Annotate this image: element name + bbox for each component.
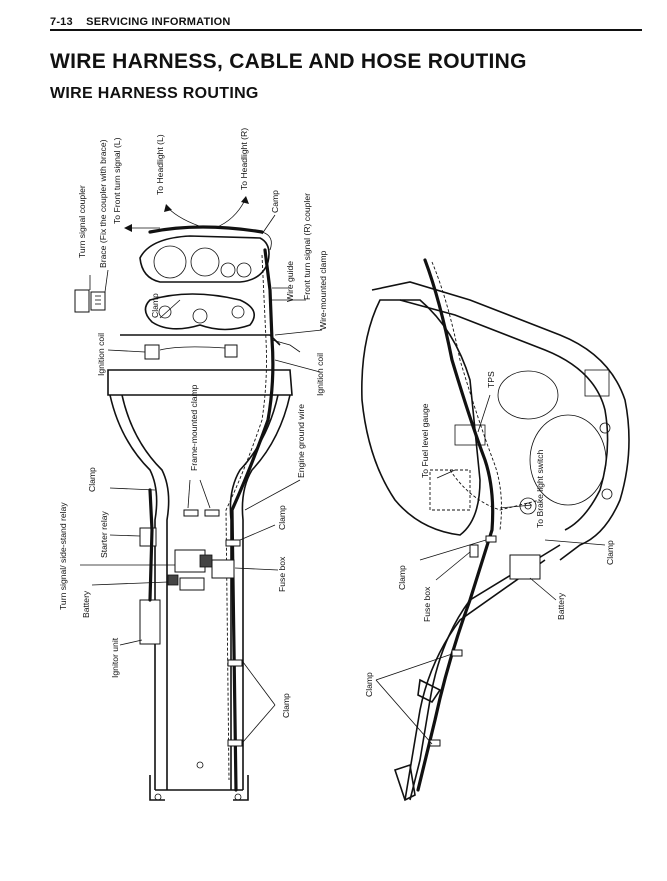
harness-dashed <box>225 254 267 781</box>
label-side-battery: Battery <box>556 592 566 620</box>
engine-box <box>584 369 610 397</box>
label-front-turn-signal-r-coupler: Front turn signal (R) coupler <box>302 193 312 300</box>
label-headlight-r: To Headlight (R) <box>239 128 249 190</box>
label-engine-ground-wire: Engine ground wire <box>296 404 306 478</box>
engine-part <box>497 370 559 420</box>
bracket-hole-2 <box>192 308 208 324</box>
arrowhead-headlight-r <box>241 196 249 204</box>
side-harness-dashed <box>431 261 502 531</box>
side-battery-shape <box>509 554 541 580</box>
side-fuse-box-shape <box>469 544 479 558</box>
fuse-box-shape <box>211 559 235 579</box>
label-side-fuse-box: Fuse box <box>422 586 432 622</box>
label-clamp-right: Clamp <box>277 505 287 530</box>
bracket-hole-3 <box>231 305 245 319</box>
label-battery: Battery <box>81 590 91 618</box>
relay-connector <box>199 554 213 568</box>
page-title: WIRE HARNESS, CABLE AND HOSE ROUTING <box>50 50 527 73</box>
label-fuse-box: Fuse box <box>277 556 287 592</box>
fuel-gauge-area <box>429 469 471 511</box>
clamp-harness-3 <box>227 739 243 747</box>
label-brace: Brace (Fix the coupler with brace) <box>98 139 108 268</box>
frame-top-crossbar <box>120 334 281 346</box>
frame-clamp-2 <box>204 509 220 517</box>
frame-rail-left-outer <box>109 394 158 790</box>
bracket-hole-1 <box>158 305 172 319</box>
frame-clamp-1 <box>183 509 199 517</box>
label-side-clamp-bottom: Clamp <box>364 672 374 697</box>
section-name: SERVICING INFORMATION <box>86 16 231 28</box>
label-brake-light-switch: To Brake light switch <box>535 449 545 528</box>
subframe-upper <box>409 544 561 801</box>
label-clamp-upper: Clamp <box>150 293 160 318</box>
headlight-wire <box>148 225 264 234</box>
label-clamp-bottom: Clamp <box>281 693 291 718</box>
ignition-coil-left-shape <box>144 344 160 360</box>
meter-small-1 <box>220 262 236 278</box>
label-ignition-coil-left: Ignition coil <box>96 333 106 376</box>
frame-rail-right-inner <box>229 394 279 790</box>
engine-cover <box>529 414 607 506</box>
top-view-label-group: Turn signal coupler Brace (Fix the coupl… <box>58 128 328 718</box>
label-clamp-mid: Clamp <box>87 467 97 492</box>
meter-small-2 <box>236 262 252 278</box>
rear-tip <box>393 763 416 802</box>
page-number: 7-13 <box>50 16 73 28</box>
tps-area <box>454 424 486 446</box>
clamp-harness-2 <box>227 659 243 667</box>
label-turn-signal-relay: Turn signal/ side-stand relay <box>58 502 68 610</box>
label-fuel-level-gauge: To Fuel level gauge <box>420 403 430 478</box>
turn-signal-coupler-shape <box>74 289 90 313</box>
ignition-coil-right-shape <box>224 344 238 358</box>
label-frame-mounted-clamp: Frame-mounted clamp <box>189 384 199 471</box>
label-camp: Camp <box>270 190 280 213</box>
label-side-clamp-right: Clamp <box>605 540 615 565</box>
label-starter-relay: Starter relay <box>99 510 109 558</box>
battery-terminal <box>167 574 179 586</box>
frame-rail-right-outer <box>241 394 291 790</box>
label-ignition-coil-right: Ignition coil <box>315 353 325 396</box>
side-view-diagram <box>361 258 630 802</box>
turn-signal-coupler-shape-2 <box>90 291 106 311</box>
rear-bolt <box>196 761 204 769</box>
main-harness <box>230 248 275 792</box>
top-view-diagram <box>74 196 323 801</box>
frame-outer <box>371 281 630 561</box>
side-view-label-group: TPS To Fuel level gauge To Brake light s… <box>364 371 615 697</box>
headlight-wire-end <box>261 231 272 251</box>
label-tps: TPS <box>486 371 496 388</box>
arrowhead-front-turn-l <box>124 224 132 232</box>
section-subtitle: WIRE HARNESS ROUTING <box>50 85 259 102</box>
coil-wire <box>159 346 226 351</box>
label-wire-mounted-clamp: Wire-mounted clamp <box>318 251 328 330</box>
ignitor-unit-shape <box>139 599 161 645</box>
label-ignitor-unit: Ignitor unit <box>110 637 120 678</box>
label-turn-signal-coupler: Turn signal coupler <box>77 185 87 258</box>
fuel-tank-outline <box>361 299 481 536</box>
meter-left <box>153 245 187 279</box>
frame-rail-left-inner <box>121 394 170 790</box>
arrow-headlight-r <box>214 199 246 229</box>
label-wire-guide: Wire guide <box>285 261 295 302</box>
upper-bracket <box>144 293 256 331</box>
frame-inner <box>399 299 609 531</box>
clamp-harness-1 <box>225 539 241 547</box>
left-harness <box>148 488 154 602</box>
page-header: 7-13 SERVICING INFORMATION <box>50 12 642 30</box>
label-headlight-l: To Headlight (L) <box>155 134 165 195</box>
arrow-headlight-l <box>167 207 206 229</box>
frame-rear-left-tab <box>149 775 165 801</box>
arrowhead-headlight-l <box>164 204 172 212</box>
frame-head <box>107 369 293 396</box>
label-front-turn-signal-l: To Front turn signal (L) <box>112 137 122 224</box>
meter-center <box>190 247 220 277</box>
label-side-clamp-left: Clamp <box>397 565 407 590</box>
header-rule <box>50 29 642 31</box>
subframe-lower <box>404 559 546 801</box>
headlight-housing <box>139 235 270 283</box>
battery-shape <box>179 577 205 591</box>
starter-relay-shape <box>139 527 157 547</box>
